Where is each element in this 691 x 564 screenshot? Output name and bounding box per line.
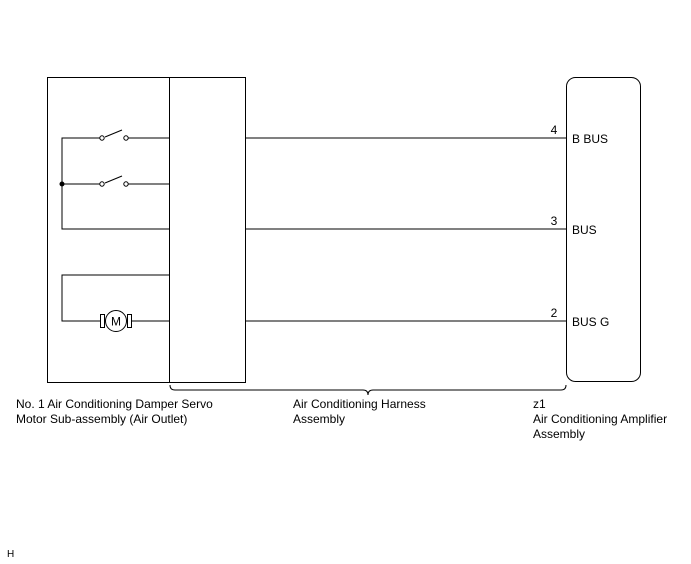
amplifier-box bbox=[566, 77, 641, 382]
terminal-bus-g: BUS G bbox=[572, 315, 609, 329]
amplifier-label-line-1: Air Conditioning Amplifier bbox=[533, 412, 668, 426]
motor-circuit bbox=[61, 274, 170, 332]
pin-number-2: 2 bbox=[551, 306, 558, 320]
harness-label-line-1: Air Conditioning Harness bbox=[293, 397, 426, 411]
servo-label-line-1: No. 1 Air Conditioning Damper Servo bbox=[16, 397, 213, 411]
junction-dot bbox=[59, 181, 65, 187]
pin-number-4: 4 bbox=[551, 123, 558, 137]
servo-motor-box bbox=[47, 77, 170, 383]
amplifier-label: z1 Air Conditioning Amplifier Assembly bbox=[533, 397, 667, 442]
switch-circuit bbox=[59, 129, 170, 230]
harness-label-line-2: Assembly bbox=[293, 412, 346, 426]
servo-motor-label: No. 1 Air Conditioning Damper Servo Moto… bbox=[16, 397, 213, 427]
harness-bracket bbox=[169, 384, 567, 396]
terminal-b-bus: B BUS bbox=[572, 132, 608, 146]
amplifier-connector-code: z1 bbox=[533, 397, 546, 411]
motor-symbol: M bbox=[111, 315, 121, 329]
terminal-bus: BUS bbox=[572, 223, 597, 237]
harness-connector-box bbox=[169, 77, 246, 383]
footer-code: H bbox=[7, 549, 15, 560]
harness-label: Air Conditioning Harness Assembly bbox=[293, 397, 426, 427]
amplifier-label-line-2: Assembly bbox=[533, 427, 586, 441]
pin-number-3: 3 bbox=[551, 214, 558, 228]
servo-label-line-2: Motor Sub-assembly (Air Outlet) bbox=[16, 412, 188, 426]
